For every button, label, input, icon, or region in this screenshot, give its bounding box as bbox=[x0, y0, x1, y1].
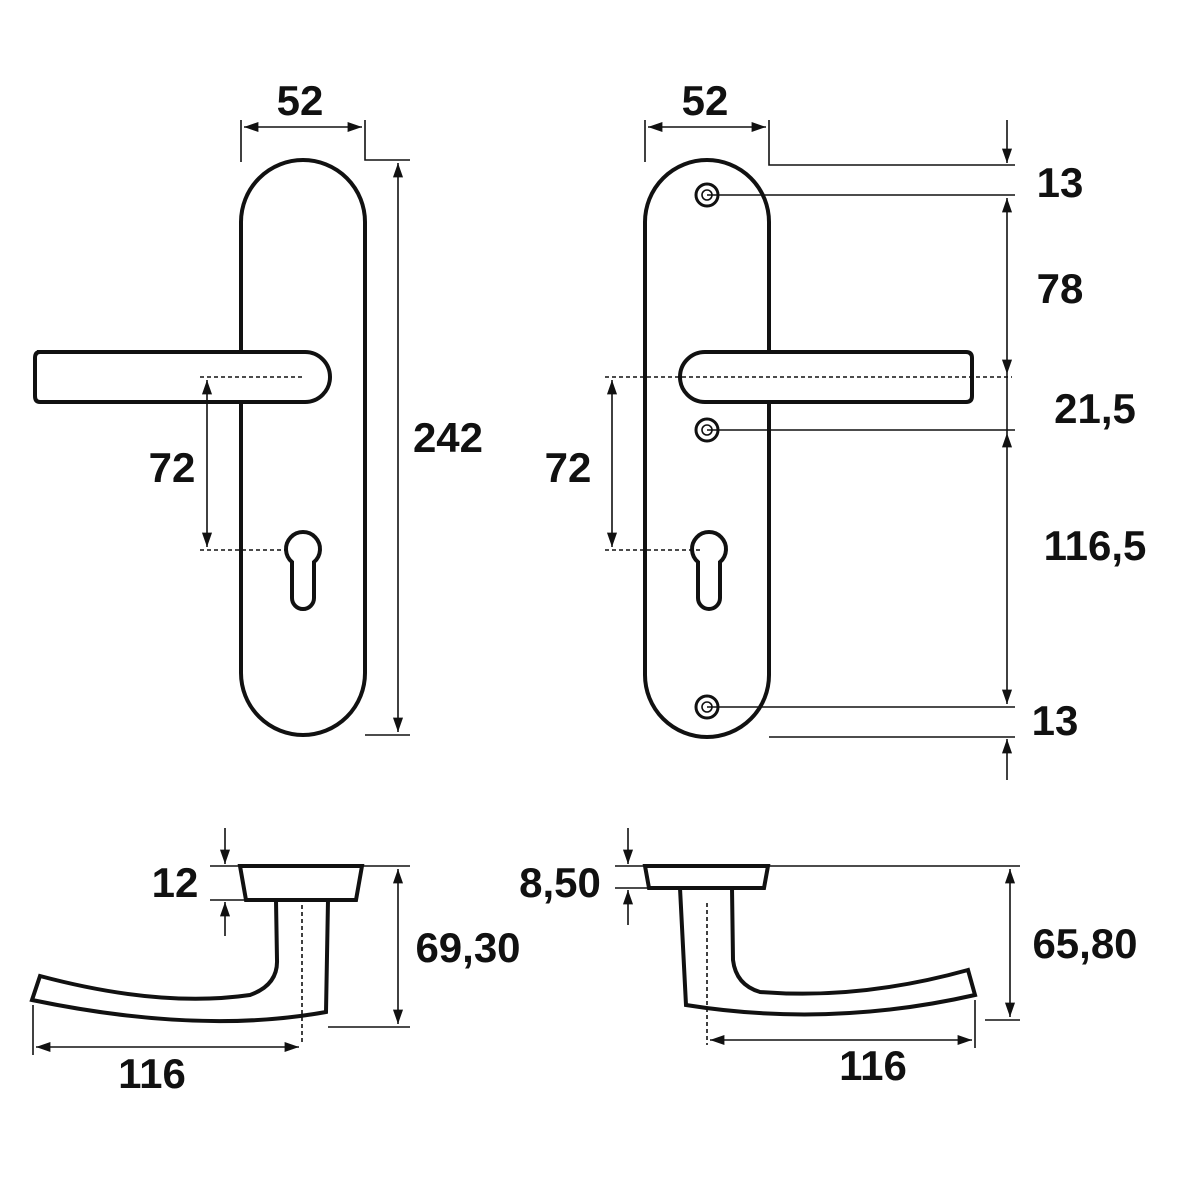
lever-side bbox=[29, 898, 331, 1024]
dim-label: 21,5 bbox=[1054, 385, 1136, 432]
keyhole bbox=[284, 530, 322, 611]
distance-label: 72 bbox=[149, 444, 196, 491]
dim-label: 13 bbox=[1032, 697, 1079, 744]
lever-handle bbox=[678, 350, 974, 404]
length-label: 116 bbox=[118, 1050, 186, 1097]
backplate bbox=[239, 158, 367, 737]
height-label: 242 bbox=[413, 414, 483, 461]
left-side-view: 12 69,30 116 bbox=[29, 828, 521, 1097]
height-label: 65,80 bbox=[1032, 920, 1137, 967]
height-label: 69,30 bbox=[415, 924, 520, 971]
right-side-view: 8,50 65,80 116 bbox=[519, 828, 1138, 1089]
keyhole bbox=[690, 530, 728, 611]
backplate bbox=[643, 158, 771, 739]
thickness-label: 12 bbox=[152, 859, 199, 906]
dim-label: 78 bbox=[1037, 265, 1084, 312]
rose bbox=[642, 864, 771, 890]
right-front-view: 52 13 78 21,5 116,5 13 72 bbox=[545, 77, 1147, 780]
width-label: 52 bbox=[682, 77, 729, 124]
width-label: 52 bbox=[277, 77, 324, 124]
rose bbox=[237, 864, 365, 902]
lever-handle bbox=[33, 350, 332, 404]
left-front-view: 52 242 72 bbox=[33, 77, 483, 737]
dim-label: 116,5 bbox=[1044, 522, 1147, 569]
lever-side bbox=[677, 886, 978, 1017]
thickness-label: 8,50 bbox=[519, 859, 601, 906]
distance-label: 72 bbox=[545, 444, 592, 491]
length-label: 116 bbox=[839, 1042, 907, 1089]
dim-label: 13 bbox=[1037, 159, 1084, 206]
